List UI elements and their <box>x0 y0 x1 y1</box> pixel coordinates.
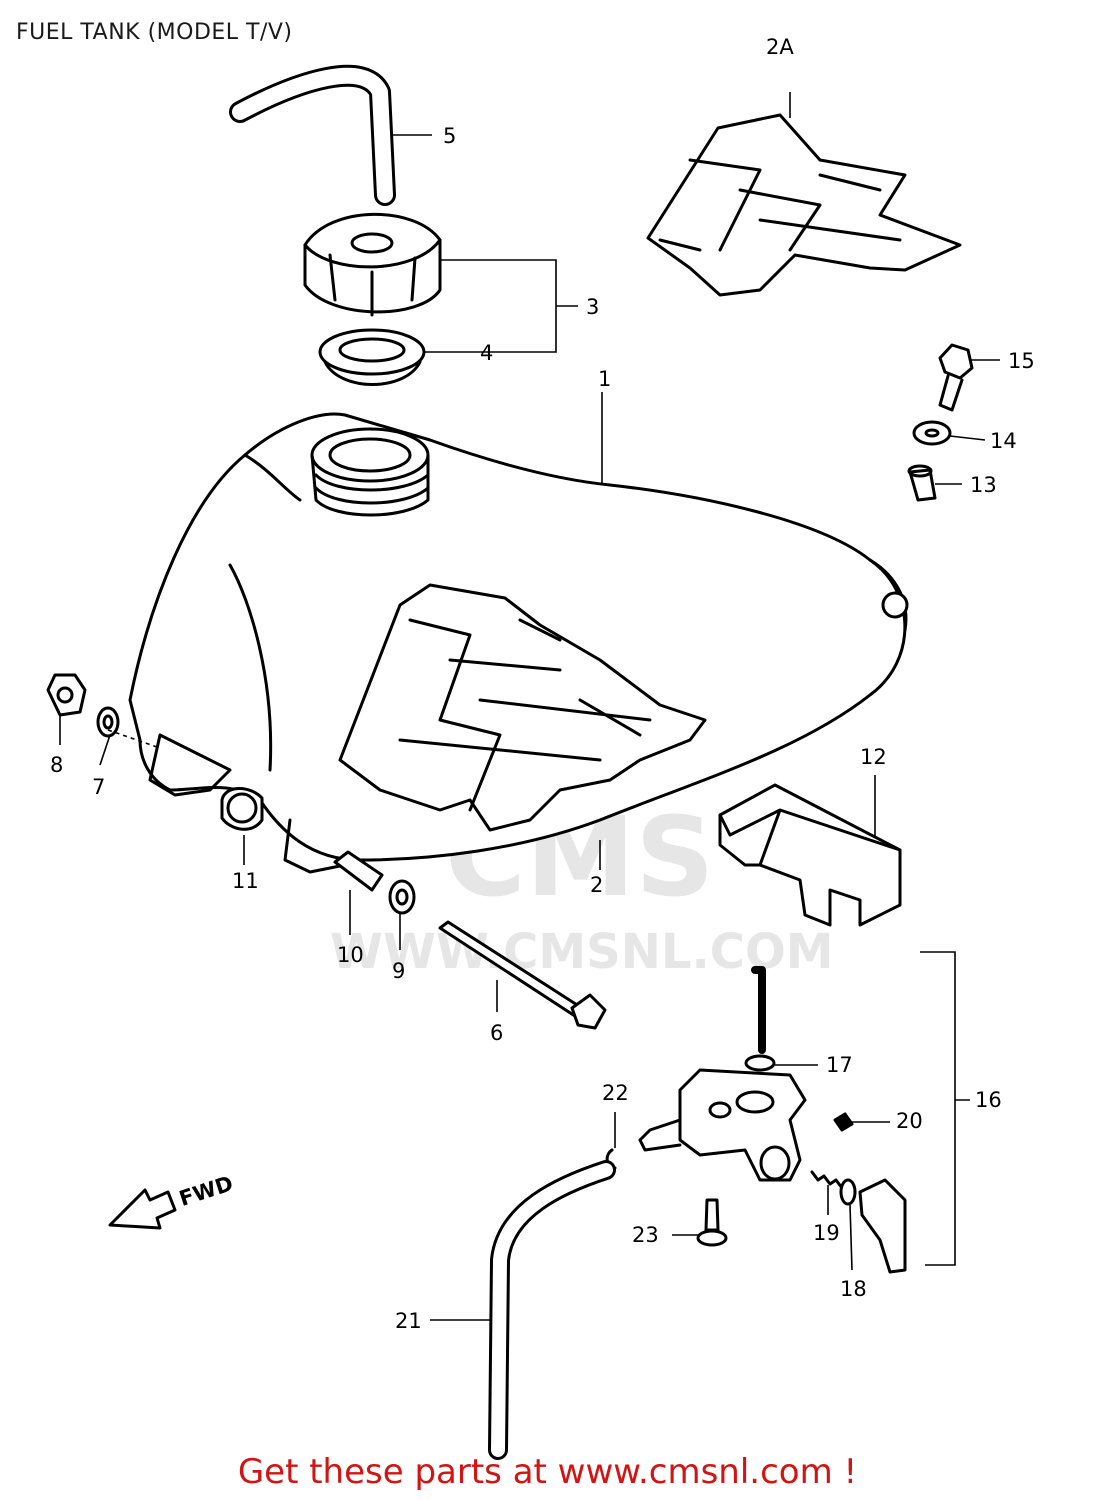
callout-19: 19 <box>813 1221 840 1245</box>
callout-21: 21 <box>395 1309 422 1333</box>
callout-3: 3 <box>586 295 599 319</box>
callout-7: 7 <box>92 775 105 799</box>
tank-emblem-part-2 <box>338 583 707 832</box>
washer-part-7 <box>96 706 120 738</box>
hose-part-21 <box>488 1160 616 1460</box>
callout-17: 17 <box>826 1053 853 1077</box>
callout-5: 5 <box>443 124 456 148</box>
callout-14: 14 <box>990 429 1017 453</box>
screw-part-23 <box>696 1198 728 1247</box>
gasket-part-4 <box>318 328 426 386</box>
callout-8: 8 <box>50 753 63 777</box>
fwd-label: FWD <box>176 1171 236 1211</box>
callout-23: 23 <box>632 1223 659 1247</box>
cushion-part-11 <box>220 787 264 831</box>
watermark-url: WWW.CMSNL.COM <box>330 924 834 980</box>
washer-part-9 <box>388 879 416 915</box>
callout-11: 11 <box>232 869 259 893</box>
callout-2: 2 <box>590 873 603 897</box>
callout-9: 9 <box>392 959 405 983</box>
footer-promo-text[interactable]: Get these parts at www.cmsnl.com ! <box>237 1452 858 1492</box>
lever-part-18 <box>839 1178 907 1274</box>
callout-15: 15 <box>1008 349 1035 373</box>
collar-part-13 <box>907 464 937 502</box>
callout-2a: 2A <box>766 35 794 59</box>
callout-4: 4 <box>480 341 493 365</box>
fuel-cock-part-16 <box>638 966 807 1182</box>
spring-part-19 <box>810 1170 844 1190</box>
callout-18: 18 <box>840 1277 867 1301</box>
fwd-arrow <box>108 1188 177 1230</box>
callout-12: 12 <box>860 745 887 769</box>
washer-part-14 <box>912 420 952 446</box>
bolt-part-15 <box>938 343 974 412</box>
screw-part-20 <box>833 1112 854 1132</box>
callouts: 5 3 4 1 2A 15 14 13 8 7 11 10 9 6 2 12 1… <box>50 35 1035 1333</box>
callout-10: 10 <box>337 943 364 967</box>
emblem-part-2a <box>646 113 962 297</box>
bolt-part-6 <box>438 920 607 1030</box>
leader-lines <box>59 92 1000 1321</box>
collar-part-10 <box>333 850 384 892</box>
guard-part-12 <box>718 783 902 927</box>
callout-16: 16 <box>975 1088 1002 1112</box>
callout-22: 22 <box>602 1081 629 1105</box>
diagram-title: FUEL TANK (MODEL T/V) <box>16 20 293 45</box>
callout-20: 20 <box>896 1109 923 1133</box>
nut-part-8 <box>46 673 87 717</box>
callout-6: 6 <box>490 1021 503 1045</box>
callout-13: 13 <box>970 473 997 497</box>
fuel-cap-part-3 <box>303 212 442 317</box>
callout-1: 1 <box>598 367 611 391</box>
